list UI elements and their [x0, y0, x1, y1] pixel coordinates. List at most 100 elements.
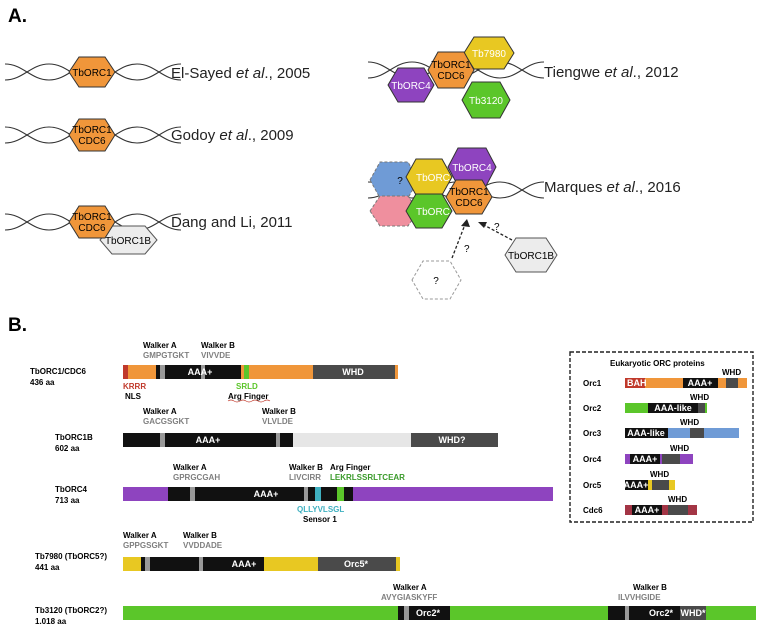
svg-text:KRRR: KRRR	[123, 382, 146, 391]
svg-text:WHD*: WHD*	[681, 608, 706, 618]
svg-text:TbORC: TbORC	[416, 207, 450, 218]
protein-length: 602 aa	[55, 444, 80, 453]
svg-text:Walker B: Walker B	[183, 531, 217, 540]
svg-text:WHD?: WHD?	[439, 435, 466, 445]
svg-text:AAA-like: AAA-like	[654, 403, 692, 413]
svg-text:WHD: WHD	[722, 368, 741, 377]
protein-bar-tborc4: AAA+	[123, 487, 553, 501]
protein-length: 441 aa	[35, 563, 60, 572]
svg-text:WHD: WHD	[670, 444, 689, 453]
svg-text:VLVLDE: VLVLDE	[262, 417, 294, 426]
protein-name: Tb7980 (TbORC5?)	[35, 552, 107, 561]
inset-row-orc5: Orc5 AAA+ WHD	[583, 470, 675, 490]
panel-b-label: B.	[8, 315, 27, 336]
svg-text:TbORC1: TbORC1	[72, 212, 112, 223]
svg-text:WHD: WHD	[342, 367, 364, 377]
svg-text:Cdc6: Cdc6	[583, 506, 603, 515]
hex-tborc1: TbORC1	[68, 56, 116, 88]
arrow-head	[461, 219, 470, 227]
svg-text:Orc1: Orc1	[583, 379, 602, 388]
svg-text:AAA+: AAA+	[188, 367, 213, 377]
inset-row-orc4: Orc4 AAA+ WHD	[583, 444, 693, 464]
svg-text:Arg Finger: Arg Finger	[330, 463, 370, 472]
svg-text:CDC6: CDC6	[455, 198, 483, 209]
protein-bar-tborc1-cdc6: AAA+ WHD	[123, 365, 398, 379]
ref-tiengwe: Tiengwe et al., 2012	[544, 64, 679, 81]
inset-title: Eukaryotic ORC proteins	[610, 359, 705, 368]
svg-text:Orc2*: Orc2*	[416, 608, 441, 618]
svg-text:AVYGIASKYFF: AVYGIASKYFF	[381, 593, 437, 602]
svg-text:Tb3120: Tb3120	[469, 96, 503, 107]
inset-row-orc3: Orc3 AAA-like WHD	[583, 418, 739, 438]
inset-row-orc2: Orc2 AAA-like WHD	[583, 393, 709, 413]
arrow-head	[478, 222, 487, 228]
question-mark: ?	[464, 244, 470, 255]
svg-text:WHD: WHD	[680, 418, 699, 427]
svg-text:Orc4: Orc4	[583, 455, 602, 464]
svg-text:GACGSGKT: GACGSGKT	[143, 417, 189, 426]
svg-text:AAA+: AAA+	[633, 454, 658, 464]
svg-text:Arg Finger: Arg Finger	[228, 392, 268, 401]
svg-text:TbORC1B: TbORC1B	[105, 236, 151, 247]
svg-text:LIVCIRR: LIVCIRR	[289, 473, 321, 482]
ref-marques: Marques et al., 2016	[544, 179, 681, 196]
protein-name: TbORC4	[55, 485, 88, 494]
svg-text:Orc2*: Orc2*	[649, 608, 674, 618]
svg-text:CDC6: CDC6	[78, 136, 106, 147]
svg-text:Walker B: Walker B	[262, 407, 296, 416]
svg-text:AAA+: AAA+	[254, 489, 279, 499]
svg-text:AAA-like: AAA-like	[627, 428, 665, 438]
svg-text:Walker A: Walker A	[173, 463, 207, 472]
svg-text:Walker B: Walker B	[289, 463, 323, 472]
svg-text:GMPGTGKT: GMPGTGKT	[143, 351, 189, 360]
svg-text:GPPGSGKT: GPPGSGKT	[123, 541, 168, 550]
protein-name: TbORC1/CDC6	[30, 367, 87, 376]
hex-tb7980: Tb7980	[463, 36, 515, 70]
protein-name: Tb3120 (TbORC2?)	[35, 606, 107, 615]
panel-a-label: A.	[8, 6, 27, 27]
svg-text:Walker A: Walker A	[143, 341, 177, 350]
question-mark: ?	[494, 222, 500, 233]
hex-tborc1-cdc6: TbORC1 CDC6	[427, 51, 475, 89]
svg-text:TbORC: TbORC	[416, 173, 450, 184]
svg-text:AAA+: AAA+	[688, 378, 713, 388]
hex-tborc1b: TbORC1B	[504, 237, 558, 273]
svg-text:Walker B: Walker B	[201, 341, 235, 350]
underline-squiggle	[227, 399, 271, 403]
svg-text:CDC6: CDC6	[78, 223, 106, 234]
svg-text:WHD: WHD	[668, 495, 687, 504]
arrow-tborc1b	[481, 223, 513, 241]
arrow-unknown	[451, 221, 467, 259]
hex-unknown-outline: ?	[411, 260, 462, 300]
hex-tborc-yellow: TbORC	[405, 158, 453, 196]
svg-text:TbORC1B: TbORC1B	[508, 251, 554, 262]
svg-text:TbORC4: TbORC4	[452, 163, 492, 174]
svg-text:TbORC1: TbORC1	[449, 187, 489, 198]
svg-text:Orc5: Orc5	[583, 481, 602, 490]
protein-bar-tb7980: AAA+ Orc5*	[123, 557, 400, 571]
svg-text:TbORC1: TbORC1	[431, 60, 471, 71]
ref-godoy: Godoy et al., 2009	[171, 127, 294, 144]
svg-text:AAA+: AAA+	[624, 480, 649, 490]
inset-row-orc1: Orc1 BAH AAA+ WHD	[583, 368, 747, 388]
hex-tborc-green: TbORC	[405, 193, 453, 229]
ref-dang-li: Dang and Li, 2011	[171, 214, 293, 231]
svg-text:VVDDADE: VVDDADE	[183, 541, 223, 550]
svg-text:?: ?	[397, 176, 403, 187]
svg-text:?: ?	[433, 276, 439, 287]
svg-text:Walker A: Walker A	[143, 407, 177, 416]
svg-text:Orc2: Orc2	[583, 404, 602, 413]
svg-text:VIVVDE: VIVVDE	[201, 351, 231, 360]
svg-text:GPRGCGAH: GPRGCGAH	[173, 473, 220, 482]
svg-text:AAA+: AAA+	[232, 559, 257, 569]
svg-text:Walker A: Walker A	[393, 583, 427, 592]
svg-text:TbORC4: TbORC4	[391, 81, 431, 92]
svg-text:AAA+: AAA+	[196, 435, 221, 445]
protein-name: TbORC1B	[55, 433, 93, 442]
hex-tborc1-cdc6: TbORC1 CDC6	[445, 179, 493, 215]
svg-text:Orc5*: Orc5*	[344, 559, 369, 569]
svg-text:QLLYVLSGL: QLLYVLSGL	[297, 505, 344, 514]
svg-text:AAA+: AAA+	[635, 505, 660, 515]
hex-tborc1-cdc6: TbORC1 CDC6	[68, 118, 116, 152]
